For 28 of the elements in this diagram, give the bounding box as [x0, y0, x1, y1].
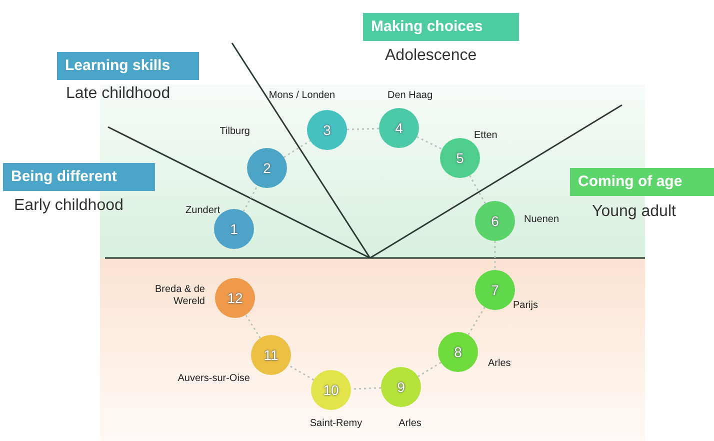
- dotted-connector: [242, 185, 258, 212]
- place-label: Arles: [398, 418, 422, 430]
- place-label: Arles: [488, 358, 512, 370]
- dotted-connector: [416, 136, 442, 150]
- place-label: Nuenen: [524, 214, 560, 226]
- place-label: Mons / Londen: [268, 90, 336, 102]
- dotted-connector: [245, 314, 261, 338]
- place-label: Den Haag: [386, 90, 434, 102]
- phase-heading: Making choices: [363, 13, 519, 41]
- life-stage-label: Adolescence: [385, 46, 477, 66]
- dotted-connector: [468, 306, 486, 336]
- phase-heading: Being different: [3, 163, 155, 191]
- dotted-connector: [288, 364, 314, 381]
- dotted-connector: [284, 140, 310, 158]
- life-stage-label: Young adult: [592, 202, 676, 222]
- life-stage-label: Late childhood: [66, 84, 170, 104]
- place-label: Parijs: [513, 300, 540, 312]
- life-stage-label: Early childhood: [14, 196, 124, 216]
- dotted-connector: [418, 362, 442, 378]
- phase-heading: Learning skills: [57, 52, 199, 80]
- place-label: Saint-Remy: [308, 418, 364, 430]
- dotted-connector: [494, 241, 496, 270]
- dotted-connector: [469, 175, 486, 204]
- place-label: Breda & de Wereld: [154, 284, 205, 308]
- phase-heading: Coming of age: [570, 168, 714, 196]
- dotted-connector: [346, 128, 380, 130]
- place-label: Tilburg: [218, 126, 250, 138]
- place-label: Auvers-sur-Oise: [176, 373, 250, 385]
